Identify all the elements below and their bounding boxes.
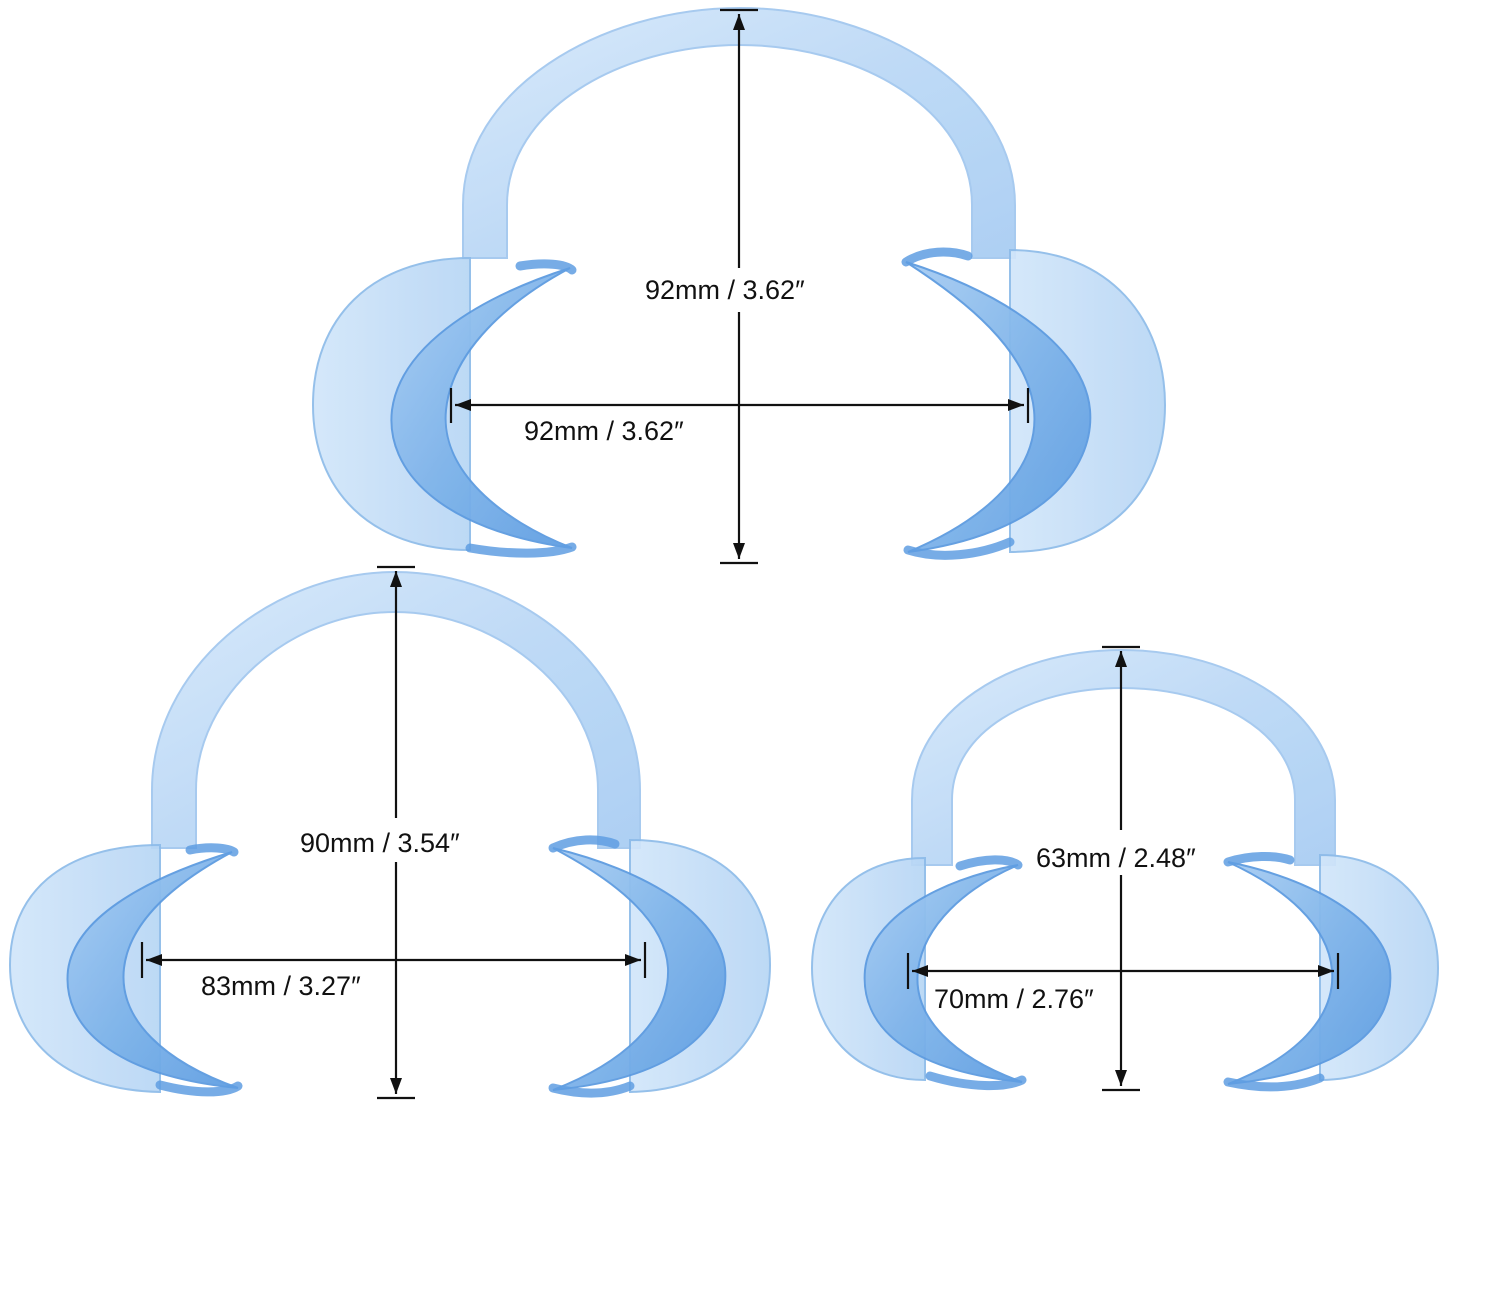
height-label-medium: 90mm / 3.54″ (300, 828, 460, 858)
retractor-large: 92mm / 3.62″ 92mm / 3.62″ (311, 6, 1167, 565)
width-dimension-small: 70mm / 2.76″ (906, 953, 1340, 1014)
height-label-small: 63mm / 2.48″ (1036, 843, 1196, 873)
height-dimension-small: 63mm / 2.48″ (1036, 645, 1196, 1092)
width-label-small: 70mm / 2.76″ (934, 984, 1094, 1014)
retractor-medium-body (8, 570, 772, 1098)
retractor-small: 63mm / 2.48″ 70mm / 2.76″ (810, 645, 1440, 1092)
width-label-medium: 83mm / 3.27″ (201, 971, 361, 1001)
height-dimension-medium: 90mm / 3.54″ (300, 565, 460, 1100)
retractor-medium: 90mm / 3.54″ 83mm / 3.27″ (8, 565, 772, 1100)
retractor-large-body (311, 6, 1167, 560)
retractor-small-body (810, 648, 1440, 1092)
width-dimension-medium: 83mm / 3.27″ (140, 942, 647, 1001)
height-label-large: 92mm / 3.62″ (645, 275, 805, 305)
width-label-large: 92mm / 3.62″ (524, 416, 684, 446)
height-dimension-large: 92mm / 3.62″ (645, 8, 805, 565)
width-dimension-large: 92mm / 3.62″ (449, 388, 1030, 446)
